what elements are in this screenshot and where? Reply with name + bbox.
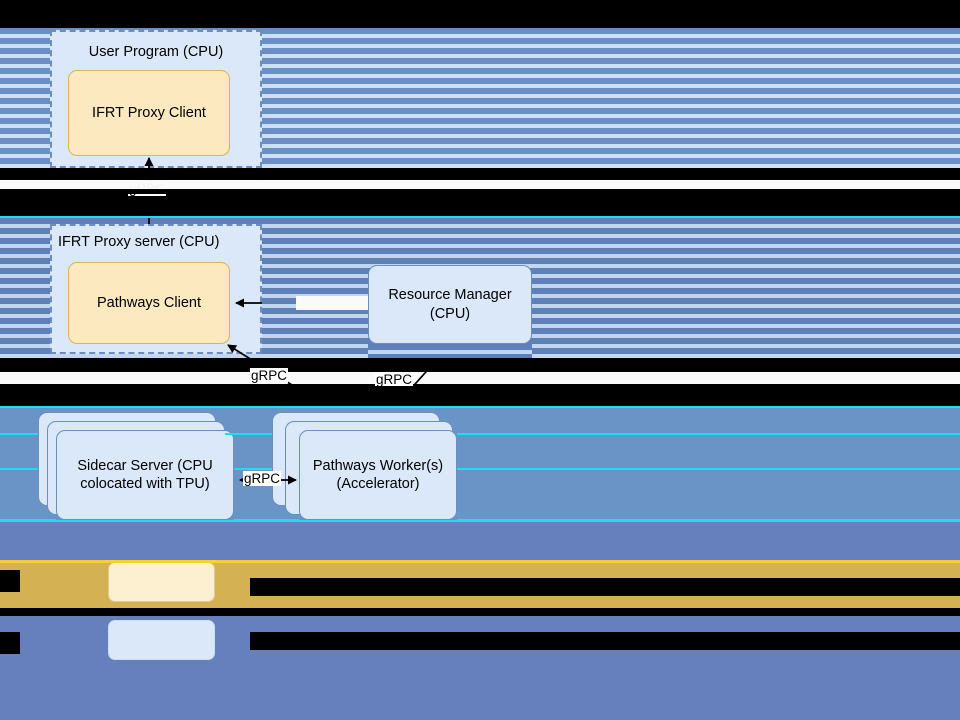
overlay-band-gold xyxy=(0,560,960,563)
node-pathways-client[interactable]: Pathways Client xyxy=(68,262,230,344)
overlay-band-black xyxy=(300,386,960,406)
node-resource-manager[interactable]: Resource Manager (CPU) xyxy=(368,265,532,344)
overlay-band-white xyxy=(0,372,250,383)
node-sidecar-server[interactable]: Sidecar Server (CPU colocated with TPU) xyxy=(56,430,234,520)
overlay-band-gold xyxy=(250,596,960,608)
group-user-program-title: User Program (CPU) xyxy=(88,44,224,60)
overlay-band-blue xyxy=(215,616,960,632)
overlay-band-stripes xyxy=(0,28,50,168)
legend-swatch-blue xyxy=(108,620,215,660)
overlay-band-black xyxy=(250,578,960,600)
group-ifrt-proxy-server-title: IFRT Proxy server (CPU) xyxy=(58,234,220,250)
node-pathways-workers-label-line2: (Accelerator) xyxy=(336,476,420,492)
overlay-band-stripes xyxy=(368,344,532,358)
edge-label-grpc-pathways-client-down: gRPC xyxy=(250,368,289,383)
overlay-band-blue xyxy=(0,522,960,560)
overlay-band-cyan xyxy=(225,433,272,435)
overlay-band-stripes xyxy=(0,218,50,358)
overlay-band-black xyxy=(0,358,230,372)
overlay-band-black xyxy=(0,189,960,194)
edge-label-grpc-rm-down: gRPC xyxy=(375,372,414,387)
overlay-band-cyan xyxy=(0,519,56,521)
overlay-band-cyan xyxy=(234,519,299,521)
overlay-band-black xyxy=(0,0,960,28)
overlay-band-blue xyxy=(0,660,960,720)
edge-label-grpc-sidecar-to-workers: gRPC xyxy=(243,471,282,486)
overlay-band-cyan xyxy=(0,406,960,408)
overlay-band-black xyxy=(0,198,960,216)
overlay-band-stripes xyxy=(532,218,960,358)
legend-swatch-yellow xyxy=(108,562,215,602)
overlay-band-black xyxy=(0,570,20,592)
node-pathways-client-label: Pathways Client xyxy=(97,294,201,311)
overlay-band-cyan xyxy=(457,519,960,521)
overlay-band-blue xyxy=(250,650,960,660)
node-resource-manager-label-line2: (CPU) xyxy=(429,305,471,322)
overlay-band-cyan xyxy=(457,433,960,435)
node-sidecar-server-label-line2: colocated with TPU) xyxy=(80,476,210,492)
overlay-band-stripes xyxy=(262,28,960,168)
overlay-band-black xyxy=(250,632,960,650)
overlay-band-black xyxy=(0,386,250,406)
node-pathways-workers[interactable]: Pathways Worker(s) (Accelerator) xyxy=(299,430,457,520)
overlay-band-black xyxy=(0,632,20,654)
overlay-band-cyan xyxy=(0,433,38,435)
overlay-band-black xyxy=(0,608,960,616)
overlay-band-white xyxy=(0,180,960,189)
bg-band-cyan xyxy=(0,468,960,470)
overlay-band-stripes xyxy=(262,218,368,358)
node-ifrt-proxy-client[interactable]: IFRT Proxy Client xyxy=(68,70,230,156)
node-pathways-workers-label-line1: Pathways Worker(s) xyxy=(312,457,444,474)
overlay-band-black xyxy=(0,168,960,180)
overlay-band-cyan xyxy=(0,216,960,218)
overlay-band-stripes xyxy=(368,218,532,263)
overlay-band-black xyxy=(310,358,960,372)
overlay-band-white xyxy=(430,372,960,383)
node-resource-manager-label-line1: Resource Manager xyxy=(388,287,512,304)
overlay-band-white xyxy=(296,296,368,310)
bg-band-cyan xyxy=(0,520,960,522)
node-sidecar-server-label-line1: Sidecar Server (CPU xyxy=(77,457,213,474)
node-ifrt-proxy-client-label: IFRT Proxy Client xyxy=(92,104,206,121)
